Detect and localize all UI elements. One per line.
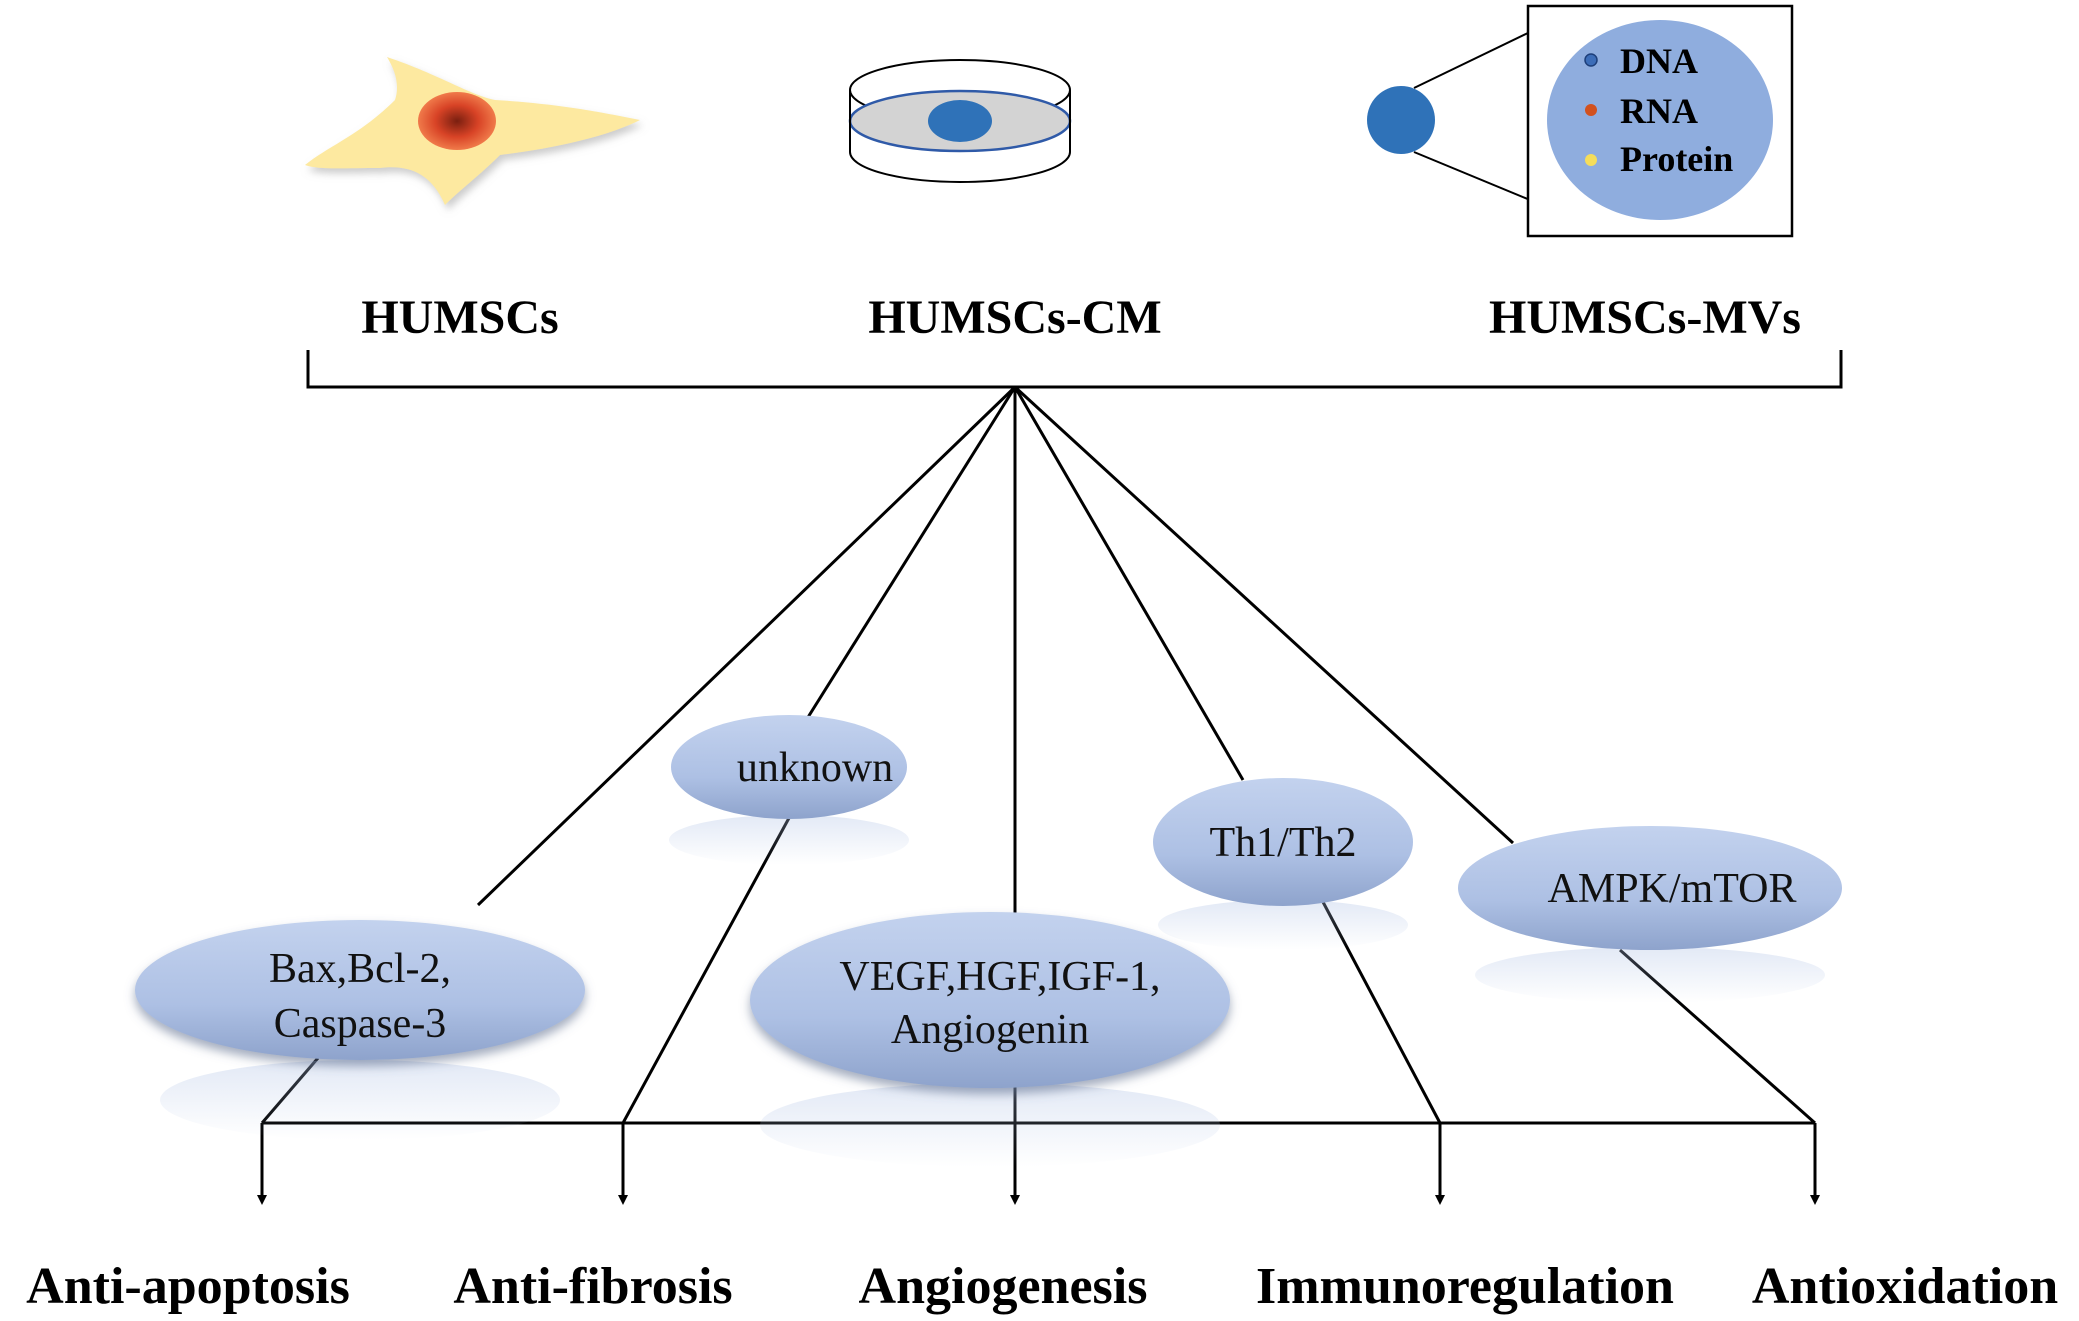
- effect-label-anti-apoptosis: Anti-apoptosis: [26, 1258, 350, 1315]
- mechanism-ellipse-fibrosis: [671, 715, 907, 819]
- legend-rna-label: RNA: [1620, 91, 1698, 131]
- cell-nucleus: [418, 92, 496, 150]
- mechanism-reflection: [760, 1083, 1220, 1167]
- effect-label-antioxidation: Antioxidation: [1752, 1258, 2058, 1315]
- mechanism-label-apoptosis-line2: Caspase-3: [274, 1001, 447, 1047]
- legend-dna-label: DNA: [1620, 41, 1698, 81]
- mechanism-label-antiox: AMPK/mTOR: [1548, 866, 1797, 912]
- mechanism-ellipse-antiox: [1458, 826, 1842, 950]
- mv-contents-bubble: [1547, 20, 1773, 220]
- mechanism-label-immuno: Th1/Th2: [1210, 820, 1357, 866]
- source-label-humscs-mvs: HUMSCs-MVs: [1489, 291, 1801, 344]
- mechanism-ellipse-apoptosis: [135, 920, 585, 1060]
- mechanism-reflection: [160, 1060, 560, 1140]
- microvesicle-icon: [1367, 4, 1794, 238]
- mechanism-reflection: [669, 815, 909, 865]
- mechanism-reflection: [1475, 947, 1825, 1003]
- effect-label-immunoregulation: Immunoregulation: [1256, 1258, 1674, 1315]
- dna-dot-icon: [1584, 53, 1598, 67]
- source-label-humscs: HUMSCs: [361, 291, 558, 344]
- mechanism-label-apoptosis-line1: Bax,Bcl-2,: [269, 946, 451, 992]
- mv-contents-legend: DNA RNA Protein: [1584, 41, 1733, 179]
- culture-dish-icon: [848, 59, 1072, 183]
- mechanism-label-angio-line1: VEGF,HGF,IGF-1,: [839, 954, 1160, 1000]
- effect-label-anti-fibrosis: Anti-fibrosis: [453, 1258, 732, 1315]
- mechanism-ellipse-angio: [750, 912, 1230, 1088]
- source-label-humscs-cm: HUMSCs-CM: [868, 291, 1161, 344]
- mechanism-ellipse-immuno: [1153, 778, 1413, 906]
- source-bracket: [306, 350, 1843, 389]
- mechanism-reflection: [1158, 900, 1408, 950]
- rna-dot-icon: [1585, 104, 1597, 116]
- protein-dot-icon: [1585, 154, 1597, 166]
- mechanism-label-angio-line2: Angiogenin: [891, 1007, 1089, 1053]
- legend-protein-label: Protein: [1620, 139, 1733, 179]
- effect-label-angiogenesis: Angiogenesis: [859, 1258, 1148, 1315]
- mechanism-label-fibrosis: unknown: [737, 745, 893, 791]
- dish-cell-nucleus: [928, 100, 992, 142]
